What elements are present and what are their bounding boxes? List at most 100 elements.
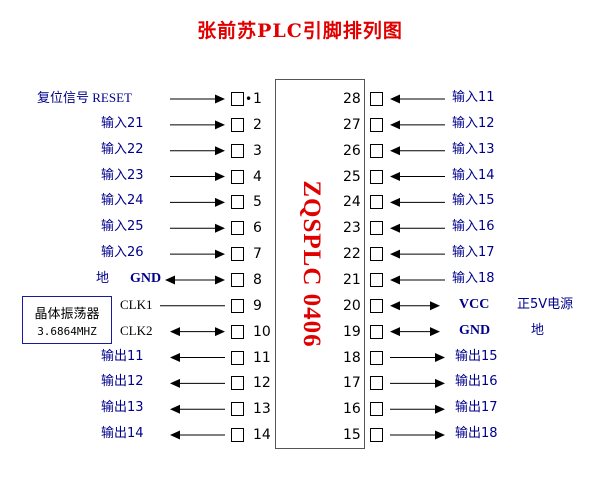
pin-21-number: 21 — [343, 271, 361, 288]
pin-22-arrowhead — [390, 249, 400, 259]
pin-5-signal-label: 输入24 — [101, 193, 144, 209]
pin-28-pad — [370, 92, 383, 106]
pin-20-pad — [370, 298, 383, 313]
pin-7-pad — [231, 247, 244, 262]
pin-8-prefix-label: 地 — [96, 270, 110, 286]
pin-5-arrowhead — [215, 197, 225, 207]
pin-27-number: 27 — [343, 116, 361, 133]
pin-17-arrowhead — [435, 378, 445, 388]
pin-24-arrowhead — [390, 197, 400, 207]
pin-12-signal-label: 输出12 — [101, 374, 144, 390]
pin-17-signal-label: 输出16 — [455, 374, 498, 390]
pin-6-pad — [231, 221, 244, 236]
pin-10-arrowhead-left — [170, 327, 180, 337]
pin-17-pad — [370, 376, 383, 391]
pin-23-arrowhead — [390, 223, 400, 233]
pin-11-signal-label: 输出11 — [101, 348, 144, 364]
pin-10-number: 10 — [253, 323, 271, 340]
pin-2-signal-label: 输入21 — [101, 115, 144, 131]
pin-24-pad — [370, 195, 383, 210]
pin-18-pad — [370, 350, 383, 365]
ic-package-outline — [275, 79, 365, 449]
pin-4-arrowhead — [215, 172, 225, 182]
pin-15-arrowhead — [435, 430, 445, 440]
pin-19-arrowhead-right — [430, 327, 440, 337]
pin-17-number: 17 — [343, 375, 361, 392]
pin-14-number: 14 — [253, 427, 271, 444]
pin-21-arrowhead — [390, 275, 400, 285]
pin-16-arrowhead — [435, 404, 445, 414]
pin-8-signal-label: GND — [130, 270, 162, 286]
pin-13-signal-label: 输出13 — [101, 400, 144, 416]
pin-9-number: 9 — [253, 297, 262, 314]
pin-2-number: 2 — [253, 116, 262, 133]
pin-24-number: 24 — [343, 194, 361, 211]
pin-20-suffix-label: 正5V电源 — [517, 296, 574, 312]
pin-11-number: 11 — [253, 349, 271, 366]
pin-24-signal-label: 输入15 — [452, 193, 495, 209]
pin-4-number: 4 — [253, 168, 262, 185]
pin-11-pad — [231, 350, 244, 365]
pin-26-arrowhead — [390, 146, 400, 156]
pin-12-arrowhead — [170, 378, 180, 388]
crystal-oscillator-box — [22, 296, 112, 344]
pin-20-signal-label: VCC — [459, 296, 490, 312]
pin-16-signal-label: 输出17 — [455, 400, 498, 416]
pin-13-arrowhead — [170, 404, 180, 414]
pin-6-signal-label: 输入25 — [101, 219, 144, 235]
pin-19-pad — [370, 324, 383, 339]
pin-1-signal-label: 复位信号 RESET — [37, 90, 132, 105]
pin-23-number: 23 — [343, 220, 361, 237]
pin-1-indicator-dot: • — [245, 92, 253, 106]
pin-15-pad — [370, 428, 383, 443]
pin-25-number: 25 — [343, 168, 361, 185]
pin-13-pad — [231, 402, 244, 417]
pin-19-arrowhead-left — [390, 327, 400, 337]
pin-23-signal-label: 输入16 — [452, 219, 495, 235]
pin-14-pad — [231, 428, 244, 443]
pin-26-pad — [370, 143, 383, 158]
pin-8-pad — [231, 272, 244, 287]
pin-12-number: 12 — [253, 375, 271, 392]
pin-5-pad — [231, 195, 244, 210]
crystal-oscillator-label: 晶体振荡器 — [34, 307, 100, 322]
pin-3-signal-label: 输入22 — [101, 141, 144, 157]
pin-13-number: 13 — [253, 401, 271, 418]
pin-28-signal-label: 输入11 — [452, 90, 495, 105]
pin-20-arrowhead-right — [430, 301, 440, 311]
pin-27-pad — [370, 117, 383, 132]
pin-10-signal-label: CLK2 — [120, 322, 153, 338]
pin-3-number: 3 — [253, 142, 262, 159]
pin-3-arrowhead — [215, 146, 225, 156]
pin-19-number: 19 — [343, 323, 361, 340]
pin-19-suffix-label: 地 — [531, 322, 545, 338]
pin-9-pad — [231, 298, 244, 313]
pin-5-number: 5 — [253, 194, 262, 211]
pin-4-pad — [231, 169, 244, 184]
pin-15-signal-label: 输出18 — [455, 426, 498, 442]
pin-18-signal-label: 输出15 — [455, 348, 498, 364]
pin-7-signal-label: 输入26 — [101, 245, 144, 261]
pin-1-pad — [231, 92, 244, 106]
pin-22-number: 22 — [343, 246, 361, 263]
pin-14-signal-label: 输出14 — [101, 426, 144, 442]
pin-26-number: 26 — [343, 142, 361, 159]
pin-14-arrowhead — [170, 430, 180, 440]
pin-25-arrowhead — [390, 172, 400, 182]
pin-16-pad — [370, 402, 383, 417]
pin-22-signal-label: 输入17 — [452, 245, 495, 261]
pin-8-arrowhead-left — [165, 275, 175, 285]
pin-19-signal-label: GND — [459, 322, 491, 338]
pin-15-number: 15 — [343, 427, 361, 444]
pin-12-pad — [231, 376, 244, 391]
pin-4-signal-label: 输入23 — [101, 167, 144, 183]
pin-25-signal-label: 输入14 — [452, 167, 495, 183]
pin-7-number: 7 — [253, 246, 262, 263]
diagram-title: 张前苏PLC引脚排列图 — [197, 20, 403, 42]
pin-16-number: 16 — [343, 401, 361, 418]
pin-27-arrowhead — [390, 120, 400, 130]
pin-3-pad — [231, 143, 244, 158]
pin-18-arrowhead — [435, 353, 445, 362]
pin-21-pad — [370, 272, 383, 287]
